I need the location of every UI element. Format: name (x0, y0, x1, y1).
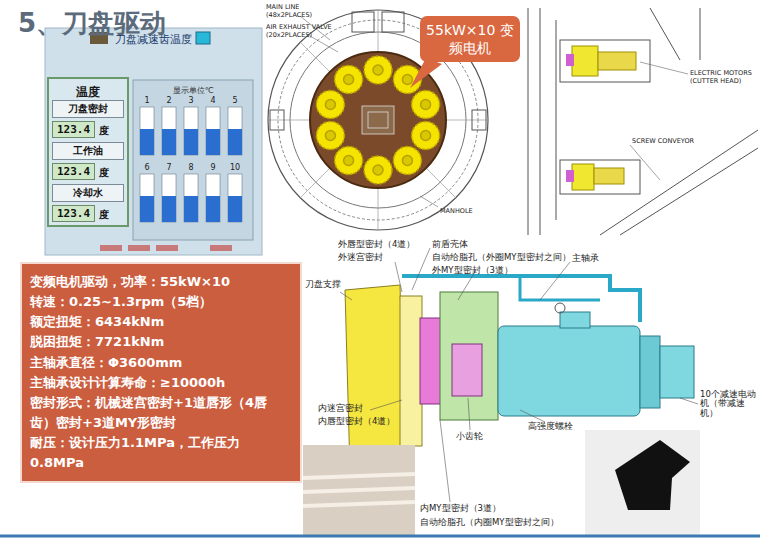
part-label: 自动给脂孔（内圈MY型密封之间） (420, 518, 559, 527)
part-label: 高强度螺栓 (528, 422, 573, 431)
part-label: 小齿轮 (456, 432, 483, 441)
part-label: 6 (140, 164, 154, 173)
temperature-readout: 冷却水 123.4度 (52, 184, 124, 222)
part-label: 10 (228, 164, 242, 173)
part-label: 外唇型密封（4道） (338, 240, 415, 249)
temperature-readout: 工作油 123.4度 (52, 142, 124, 180)
part-label: 2 (162, 97, 176, 106)
part-label: MAIN LINE (266, 4, 299, 11)
part-label: 10个减速电动机（带减速机） (700, 390, 756, 418)
part-label: 自动给脂孔（外圈MY型密封之间） (432, 253, 571, 262)
part-label: 内唇型密封（4道） (318, 417, 395, 426)
part-label: 8 (184, 164, 198, 173)
node-text: 123.4 (52, 163, 95, 180)
node-text: 度 (99, 162, 109, 180)
node-text: 工作油 (52, 142, 124, 160)
node-text: 温度 (48, 80, 128, 101)
node-text: 额定扭矩：6434kNm (30, 312, 292, 332)
node-text: 主轴承直径：Φ3600mm (30, 353, 292, 373)
part-label: 内迷宫密封 (318, 404, 363, 413)
node-text: 脱困扭矩：7721kNm (30, 332, 292, 352)
temperature-box: 温度刀盘密封123.4度工作油123.4度冷却水123.4度 (48, 80, 128, 101)
node-text: 变频电机驱动，功率：55kW×10 (30, 272, 292, 292)
node-text: 显示单位℃ (133, 81, 253, 96)
node-text: 主轴承设计计算寿命：≥10000h (30, 373, 292, 393)
node-text: 123.4 (52, 205, 95, 222)
node-text: 度 (99, 120, 109, 138)
part-label: 外MY型密封（3道） (432, 266, 513, 275)
node-text: 度 (99, 204, 109, 222)
part-label: 5 (228, 97, 242, 106)
part-label: 内MY型密封（3道） (420, 504, 501, 513)
part-label: ELECTRIC MOTORS (690, 70, 752, 77)
part-label: MANHOLE (440, 208, 473, 215)
temperature-readout: 刀盘密封 123.4度 (52, 100, 124, 138)
part-label: 9 (206, 164, 220, 173)
part-label: (CUTTER HEAD) (690, 78, 741, 85)
node-text: 123.4 (52, 121, 95, 138)
part-label: 7 (162, 164, 176, 173)
part-label: 1 (140, 97, 154, 106)
node-text: 刀盘密封 (52, 100, 124, 118)
part-label: SCREW CONVEYOR (632, 138, 694, 145)
hmi-panel: 刀盘减速齿温度温度刀盘密封123.4度工作油123.4度冷却水123.4度显示单… (45, 28, 262, 68)
part-label: 3 (184, 97, 198, 106)
bar-panel: 显示单位℃ (133, 81, 253, 96)
part-label: 4 (206, 97, 220, 106)
node-text: 55kW×10 变频电机 (426, 22, 514, 56)
spec-box: 变频电机驱动，功率：55kW×10转速：0.25~1.3rpm（5档）额定扭矩：… (20, 262, 302, 483)
callout-bubble: 55kW×10 变频电机 (420, 16, 520, 62)
part-label: (48x2PLACES) (266, 12, 312, 19)
part-label: 前盾壳体 (432, 240, 468, 249)
node-text: 冷却水 (52, 184, 124, 202)
node-text: 密封形式：机械迷宫密封+1道唇形（4唇齿）密封+3道MY形密封 (30, 393, 292, 433)
node-text: 转速：0.25~1.3rpm（5档） (30, 292, 292, 312)
node-text: 刀盘减速齿温度 (45, 28, 262, 47)
part-label: (20x2PLACES) (266, 32, 312, 39)
part-label: AIR EXHAUST VALVE (266, 24, 332, 31)
node-text: 耐压：设计压力1.1MPa，工作压力0.8MPa (30, 433, 292, 473)
part-label: 主轴承 (572, 254, 599, 263)
part-label: 刀盘支撑 (305, 280, 341, 289)
part-label: 外迷宫密封 (338, 253, 383, 262)
